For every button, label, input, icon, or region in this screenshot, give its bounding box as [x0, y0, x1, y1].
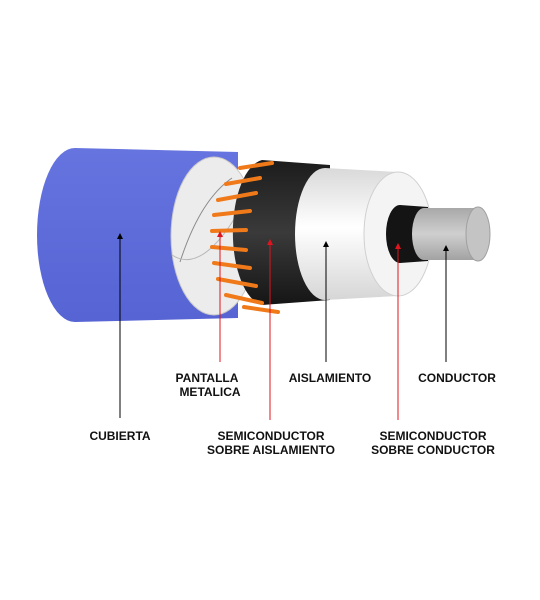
label-semi-conductor-line1: SEMICONDUCTOR: [379, 429, 486, 443]
conductor-core: [412, 206, 491, 262]
label-pantalla-line2: METALICA: [179, 385, 240, 399]
label-semi-aislamiento-line1: SEMICONDUCTOR: [217, 429, 324, 443]
label-semi-aislamiento-line2: SOBRE AISLAMIENTO: [207, 443, 335, 457]
leader-lines: [117, 231, 449, 420]
label-semi-conductor-line2: SOBRE CONDUCTOR: [371, 443, 495, 457]
label-cubierta: CUBIERTA: [89, 429, 150, 443]
label-conductor: CONDUCTOR: [418, 371, 496, 385]
label-aislamiento: AISLAMIENTO: [289, 371, 371, 385]
label-pantalla-line1: PANTALLA: [176, 371, 239, 385]
